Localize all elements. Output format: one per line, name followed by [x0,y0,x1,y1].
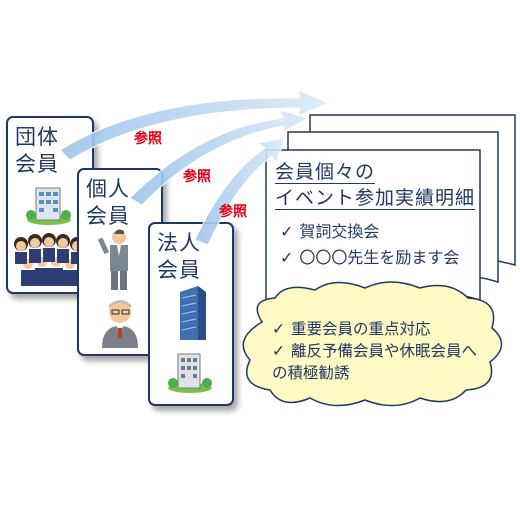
document-title-line2: イベント参加実績明細 [275,187,476,210]
group-member-title: 団体 会員 [15,125,59,176]
corporate-member-title: 法人 会員 [157,231,201,282]
arrow-group-to-document [59,89,330,161]
office-building-icon [168,353,212,393]
office-building-icon [26,187,71,225]
individual-member-title: 個人 会員 [86,177,130,228]
skyscraper-icon [180,286,206,340]
elderly-man-icon [102,300,138,348]
check-icon: ✓ [280,248,294,267]
cloud-text: ✓重要会員の重点対応 ✓離反予備会員や休眠会員へ の積極勧誘 [272,318,482,384]
reference-label-corporate: 参照 [219,204,247,220]
document-item: ✓〇〇〇先生を励ます会 [280,248,460,267]
crowd-of-people-icon [14,233,84,286]
arrow-individual-to-document [129,109,310,206]
cloud-line: ✓離反予備会員や休眠会員へ [272,342,478,360]
businessman-icon [97,229,128,290]
reference-label-group: 参照 [134,131,162,147]
check-icon: ✓ [272,342,285,360]
cloud-line: ✓重要会員の重点対応 [272,320,431,338]
corporate-member-card: 法人 会員 [148,222,234,406]
cloud-line: の積極勧誘 [272,364,350,382]
arrow-corporate-to-document [194,137,286,246]
check-icon: ✓ [272,320,285,338]
reference-label-individual: 参照 [183,169,211,185]
document-title: 会員個々の [275,161,376,184]
check-icon: ✓ [280,222,294,241]
document-item: ✓賀詞交換会 [280,222,380,241]
